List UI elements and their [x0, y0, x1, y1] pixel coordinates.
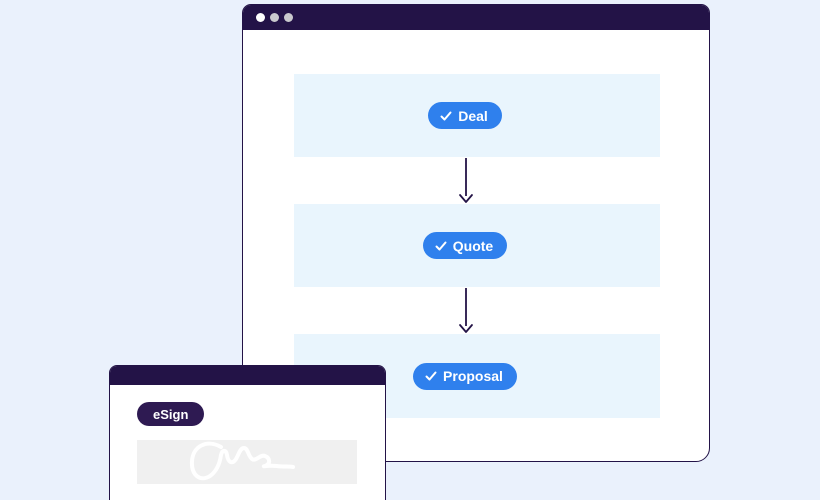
window-control-dot-icon [284, 13, 293, 22]
step-label: Deal [458, 107, 488, 124]
window-control-dot-icon [270, 13, 279, 22]
window-titlebar [243, 5, 709, 30]
arrow-down-icon [459, 288, 473, 333]
check-icon [425, 370, 437, 382]
workflow-step-row-deal: Deal [294, 74, 660, 157]
step-label: Proposal [443, 368, 503, 384]
step-label: Quote [452, 237, 494, 254]
check-icon [435, 240, 447, 252]
deal-button[interactable]: Deal [428, 102, 502, 129]
signature-scribble-icon [189, 441, 295, 481]
signature-field [137, 440, 357, 484]
esign-badge: eSign [137, 402, 205, 426]
esign-badge-label: eSign [153, 406, 189, 422]
arrow-down-icon [459, 158, 473, 203]
quote-button[interactable]: Quote [422, 232, 508, 259]
esign-window-titlebar [110, 366, 385, 385]
window-control-dot-icon [256, 13, 265, 22]
workflow-step-row-quote: Quote [294, 204, 660, 287]
esign-window: eSign [109, 365, 386, 500]
check-icon [440, 110, 452, 122]
proposal-button[interactable]: Proposal [413, 362, 517, 390]
